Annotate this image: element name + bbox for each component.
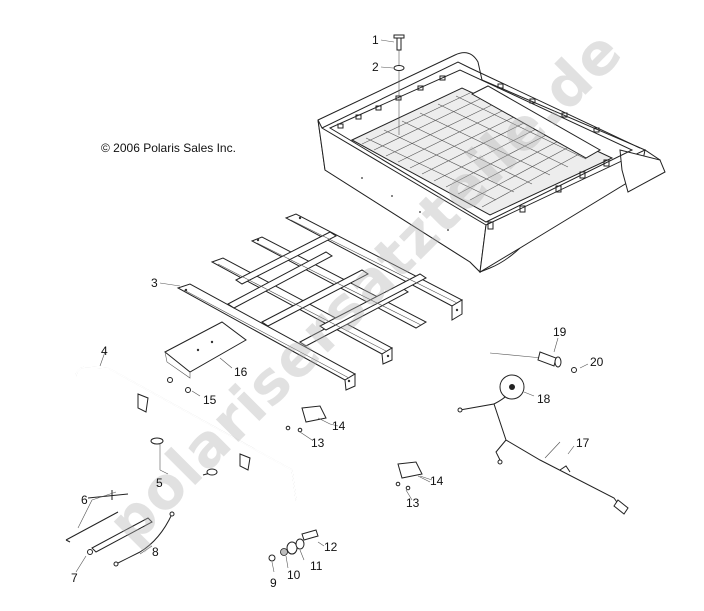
copyright-notice: © 2006 Polaris Sales Inc. <box>101 141 236 155</box>
plate-14b <box>395 461 431 501</box>
callout-7: 7 <box>71 571 78 585</box>
callout-11: 11 <box>310 559 323 573</box>
callout-8: 8 <box>152 545 159 559</box>
strut-assembly <box>65 490 153 573</box>
callout-18: 18 <box>537 392 551 406</box>
hardware-cluster <box>268 529 325 573</box>
callout-16: 16 <box>234 365 248 379</box>
callout-14b: 14 <box>430 474 444 488</box>
callout-14a: 14 <box>332 419 346 433</box>
heat-shield <box>164 321 247 379</box>
callout-2: 2 <box>372 60 379 74</box>
callout-15: 15 <box>203 393 217 407</box>
callout-19: 19 <box>553 325 567 339</box>
callout-12: 12 <box>324 540 338 554</box>
screw-15 <box>185 387 201 397</box>
callout-6: 6 <box>81 493 88 507</box>
bolt-and-washer <box>380 34 405 135</box>
callout-13b: 13 <box>406 496 420 510</box>
cargo-box <box>317 52 666 274</box>
callout-10: 10 <box>287 568 301 582</box>
light-harness <box>457 389 629 515</box>
callout-13a: 13 <box>311 436 325 450</box>
side-rail <box>75 351 297 501</box>
front-rivets <box>361 177 449 231</box>
cable-8 <box>113 511 175 567</box>
light-lens-18 <box>499 374 535 400</box>
plate-14a <box>285 405 331 441</box>
callout-leaders <box>159 282 561 481</box>
subframe <box>176 213 464 391</box>
bracket-5 <box>150 437 218 476</box>
tie-down-hooks <box>337 75 610 230</box>
floor-ribs <box>361 91 593 208</box>
callout-3: 3 <box>151 276 158 290</box>
leader-16 <box>219 357 233 369</box>
callout-20: 20 <box>590 355 604 369</box>
callout-17: 17 <box>576 436 590 450</box>
bulb-19-20 <box>489 337 589 373</box>
callout-1: 1 <box>372 33 379 47</box>
callout-4: 4 <box>101 344 108 358</box>
callout-9: 9 <box>270 576 277 590</box>
callout-5: 5 <box>156 476 163 490</box>
